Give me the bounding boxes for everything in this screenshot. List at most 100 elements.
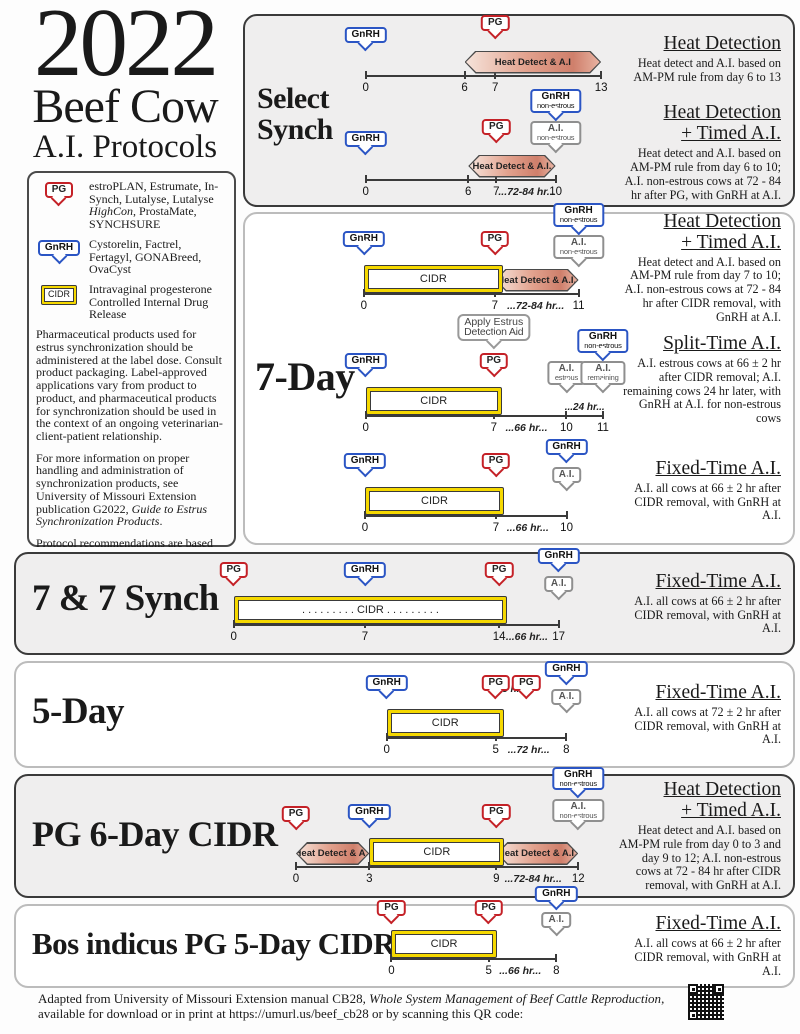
pg-tag: PG bbox=[480, 230, 510, 255]
panel-title-7-day: 7-Day bbox=[255, 354, 355, 399]
heat-detect-arrow-label: Heat Detect & A.I. bbox=[498, 844, 577, 864]
axis-tick bbox=[294, 862, 297, 870]
gnrh-tag: GnRH bbox=[535, 886, 578, 911]
hour-gap-label: ...72-84 hr... bbox=[507, 299, 565, 312]
cidr-bar-label: CIDR bbox=[368, 490, 500, 511]
protocol-description-heading: Fixed-Time A.I. bbox=[655, 570, 781, 592]
panel-title-5-day: 5-Day bbox=[32, 691, 125, 732]
timeline-axis bbox=[365, 178, 556, 181]
protocol-description: Fixed-Time A.I.A.I. all cows at 66 ± 2 h… bbox=[615, 441, 787, 541]
axis-tick bbox=[577, 862, 580, 870]
footer-citation: Adapted from University of Missouri Exte… bbox=[38, 991, 665, 1022]
axis-tick bbox=[565, 732, 568, 741]
tick-label: 0 bbox=[362, 81, 369, 94]
axis-tick bbox=[600, 70, 603, 79]
cidr-bar: CIDR bbox=[363, 264, 503, 293]
axis-tick bbox=[368, 862, 371, 870]
gnrh-tag-icon: GnRH bbox=[36, 238, 82, 265]
timeline-axis bbox=[295, 866, 579, 868]
heat-detect-arrow: Heat Detect & A.I bbox=[296, 842, 369, 865]
pg-tag: PG bbox=[482, 804, 511, 829]
legend-item-text: estroPLAN, Estrumate, In-Synch, Lutalyse… bbox=[89, 179, 219, 232]
hour-gap-label: ...66 hr... bbox=[506, 521, 549, 534]
protocol-description-heading: Heat Detection bbox=[663, 32, 782, 54]
pg-tag: PG bbox=[44, 182, 74, 207]
legend-item: PG estroPLAN, Estrumate, In-Synch, Lutaly… bbox=[36, 180, 227, 231]
timeline-axis bbox=[386, 736, 567, 739]
gnrh-tag: GnRH bbox=[344, 352, 387, 377]
protocol-row: 058...66 hr...CIDRPGPGA.I.GnRHFixed-Time… bbox=[22, 886, 787, 984]
protocol-description: Fixed-Time A.I.A.I. all cows at 66 ± 2 h… bbox=[615, 558, 787, 650]
cidr-bar: CIDR bbox=[365, 386, 502, 415]
gnrh-tag: GnRH bbox=[342, 230, 385, 255]
timeline-axis bbox=[363, 292, 579, 295]
panel-title-7and7-synch: 7 & 7 Synch bbox=[32, 578, 219, 619]
protocol-timeline: 058...66 hr...CIDRPGPGA.I.GnRH bbox=[22, 886, 615, 984]
axis-tick bbox=[463, 70, 466, 79]
pg-tag: PG bbox=[377, 900, 406, 925]
pg-tag: PG bbox=[479, 352, 509, 377]
tick-label: 11 bbox=[572, 299, 585, 312]
interval-label: ...24 hr... bbox=[564, 401, 605, 413]
axis-tick bbox=[390, 954, 393, 962]
axis-tick bbox=[495, 510, 497, 519]
ai-tag: A.I.non-estrous bbox=[552, 798, 604, 831]
gnrh-tag: GnRH bbox=[348, 804, 391, 829]
axis-tick bbox=[363, 510, 366, 519]
timeline-axis bbox=[391, 958, 557, 960]
hour-gap-label: ...72-84 hr... bbox=[498, 185, 556, 198]
cidr-bar-label: . . . . . . . . . CIDR . . . . . . . . . bbox=[237, 599, 504, 620]
pg-tag: PG bbox=[482, 118, 511, 143]
tick-label: 0 bbox=[360, 299, 368, 312]
tick-label: 12 bbox=[571, 873, 585, 885]
tick-label: 7 bbox=[491, 299, 499, 312]
protocol-description-heading: Fixed-Time A.I. bbox=[655, 681, 781, 703]
hour-gap-label: ...72 hr... bbox=[507, 743, 550, 756]
protocol-description-body: A.I. estrous cows at 66 ± 2 hr after CID… bbox=[623, 356, 781, 426]
heat-detect-arrow: Heat Detect & A.I bbox=[465, 51, 602, 74]
tick-label: 8 bbox=[553, 965, 560, 977]
tick-label: 9 bbox=[493, 873, 500, 885]
protocol-description-body: Heat detect and A.I. based on AM-PM rule… bbox=[618, 823, 781, 893]
cidr-bar: CIDR bbox=[386, 708, 504, 737]
cidr-box-icon: CIDR bbox=[36, 283, 82, 305]
tick-label: 10 bbox=[560, 421, 573, 434]
tick-label: 7 bbox=[490, 421, 498, 434]
gnrh-tag: GnRH bbox=[37, 239, 81, 265]
tick-label: 0 bbox=[361, 521, 369, 534]
tick-label: 0 bbox=[230, 630, 237, 643]
tick-label: 7 bbox=[493, 185, 500, 198]
axis-tick bbox=[495, 862, 498, 870]
tick-label: 6 bbox=[465, 185, 472, 198]
axis-tick bbox=[487, 954, 490, 962]
pg-tag: PG bbox=[512, 674, 541, 699]
axis-tick bbox=[493, 288, 496, 297]
legend-item-text: Intravaginal progesterone Controlled Int… bbox=[89, 282, 212, 322]
cidr-bar-label: CIDR bbox=[369, 390, 498, 411]
tag-label: GnRH bbox=[37, 239, 81, 256]
panel-title-bos-indicus-pg-5-day-cidr: Bos indicus PG 5-Day CIDR bbox=[32, 926, 396, 961]
protocol-description-heading: Fixed-Time A.I. bbox=[655, 913, 781, 935]
legend-item-text: Cystorelin, Factrel, Fertagyl, GONABreed… bbox=[89, 236, 202, 277]
protocol-description: Fixed-Time A.I.A.I. all cows at 72 ± 2 h… bbox=[615, 667, 787, 763]
ai-tag: A.I. bbox=[551, 466, 582, 491]
protocol-description-body: A.I. all cows at 66 ± 2 hr after CIDR re… bbox=[634, 593, 781, 636]
gnrh-tag: GnRHnon-estrous bbox=[529, 89, 582, 121]
hour-gap-label: ...66 hr... bbox=[505, 630, 548, 643]
cidr-bar-label: CIDR bbox=[395, 934, 493, 954]
protocol-description: Heat Detection+ Timed A.I.Heat detect an… bbox=[615, 101, 787, 205]
protocol-description-heading: Split-Time A.I. bbox=[663, 333, 781, 355]
legend-item: GnRH Cystorelin, Factrel, Fertagyl, GONAB… bbox=[36, 236, 227, 277]
